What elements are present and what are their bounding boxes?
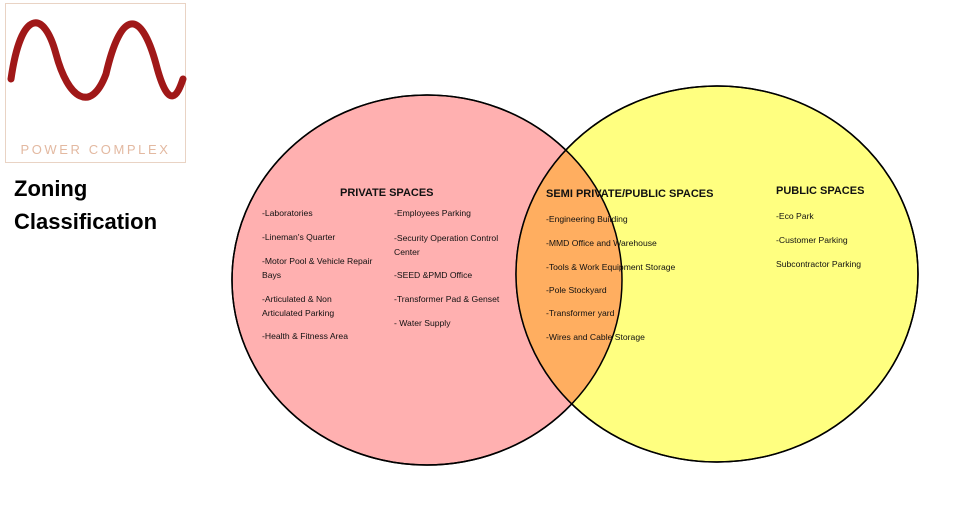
private-item: -Motor Pool & Vehicle Repair Bays xyxy=(262,256,373,280)
semi-item: -Pole Stockyard xyxy=(546,285,607,295)
semi-item: -Engineering Building xyxy=(546,214,628,224)
private-item: -Articulated & Non Articulated Parking xyxy=(262,294,335,318)
sine-wave-icon xyxy=(7,19,187,101)
semi-heading: SEMI PRIVATE/PUBLIC SPACES xyxy=(546,188,714,200)
page-title: Zoning Classification xyxy=(14,172,214,238)
logo-text: POWER COMPLEX xyxy=(20,142,171,157)
private-item: -Security Operation Control Center xyxy=(394,233,499,257)
private-item: -Health & Fitness Area xyxy=(262,331,348,341)
public-item: Subcontractor Parking xyxy=(776,259,862,269)
private-item: -Lineman's Quarter xyxy=(262,232,336,242)
public-item: -Eco Park xyxy=(776,211,814,221)
private-heading: PRIVATE SPACES xyxy=(340,187,434,199)
title-line-1: Zoning xyxy=(14,176,88,201)
private-item: -SEED &PMD Office xyxy=(394,270,473,280)
semi-item: -Transformer yard xyxy=(546,308,615,318)
power-complex-logo: POWER COMPLEX xyxy=(5,3,187,163)
semi-item: -Tools & Work Equipment Storage xyxy=(546,262,676,272)
title-line-2: Classification xyxy=(14,209,158,234)
private-circle-outline xyxy=(231,94,623,466)
private-item: -Employees Parking xyxy=(394,208,471,218)
public-item: -Customer Parking xyxy=(776,235,848,245)
public-circle-outline xyxy=(515,85,919,463)
private-item: -Transformer Pad & Genset xyxy=(394,294,500,304)
private-item: - Water Supply xyxy=(394,318,451,328)
private-item: -Laboratories xyxy=(262,208,313,218)
semi-item: -MMD Office and Warehouse xyxy=(546,238,657,248)
semi-item: -Wires and Cable Storage xyxy=(546,332,645,342)
public-heading: PUBLIC SPACES xyxy=(776,185,865,197)
